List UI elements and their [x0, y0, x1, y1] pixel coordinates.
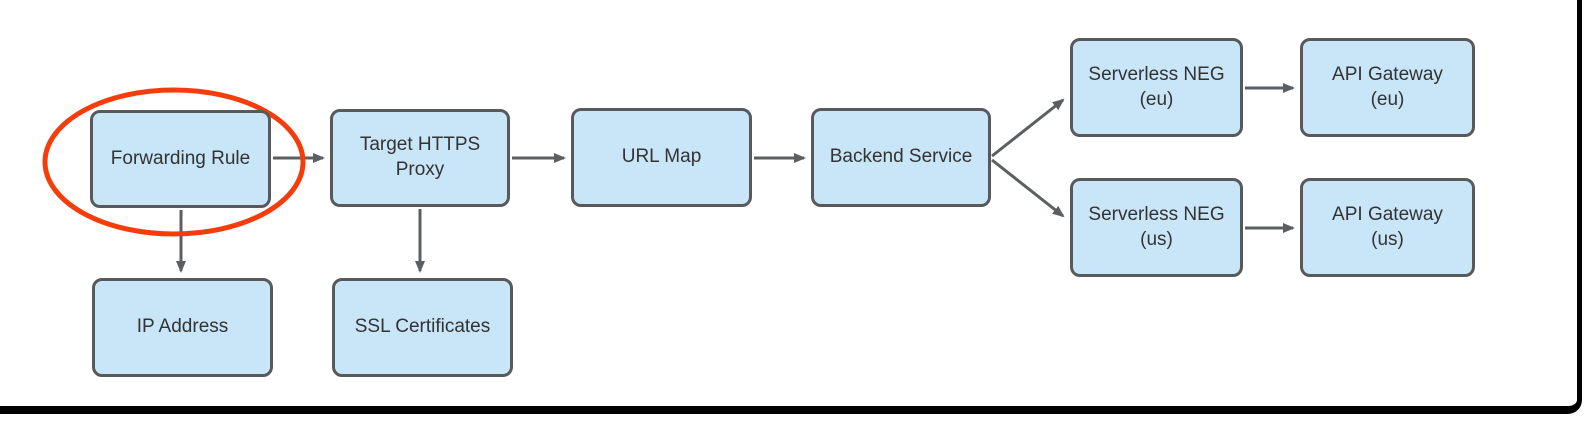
node-serverless-neg-eu: Serverless NEG (eu): [1070, 38, 1243, 137]
node-ssl-certificates: SSL Certificates: [332, 278, 513, 377]
node-label: Serverless NEG (eu): [1088, 63, 1225, 110]
edge-backend-service-to-serverless-neg-eu: [991, 98, 1065, 158]
node-ip-address: IP Address: [92, 278, 273, 377]
node-label: API Gateway (us): [1332, 203, 1443, 250]
edge-backend-service-to-serverless-neg-us: [991, 158, 1065, 218]
node-label: API Gateway (eu): [1332, 63, 1443, 110]
node-label: SSL Certificates: [354, 316, 491, 338]
node-label: Backend Service: [829, 146, 973, 168]
node-forwarding-rule: Forwarding Rule: [90, 110, 271, 208]
node-backend-service: Backend Service: [811, 108, 991, 207]
node-url-map: URL Map: [571, 108, 752, 207]
node-label: Forwarding Rule: [110, 147, 251, 169]
node-serverless-neg-us: Serverless NEG (us): [1070, 178, 1243, 277]
node-api-gateway-eu: API Gateway (eu): [1300, 38, 1475, 137]
node-label: URL Map: [621, 146, 702, 168]
node-api-gateway-us: API Gateway (us): [1300, 178, 1475, 277]
node-label: Target HTTPS Proxy: [359, 134, 481, 180]
node-label: IP Address: [136, 316, 229, 338]
node-target-https-proxy: Target HTTPS Proxy: [330, 109, 510, 207]
node-label: Serverless NEG (us): [1088, 203, 1225, 250]
